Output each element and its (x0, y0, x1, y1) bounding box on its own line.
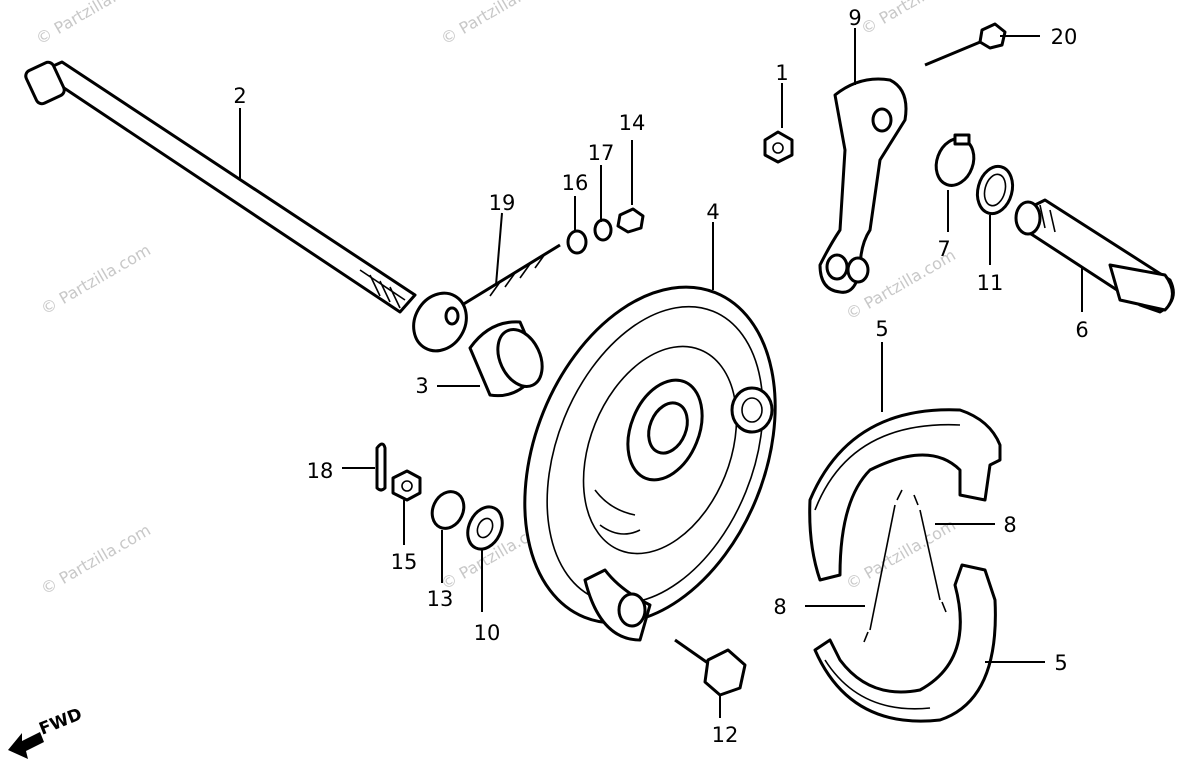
brake-rod-part (412, 243, 561, 353)
callout-7: 7 (937, 237, 950, 261)
watermark: © Partzilla.com (33, 0, 149, 48)
watermark: © Partzilla.com (858, 0, 974, 38)
watermark: © Partzilla.com (38, 520, 154, 598)
callout-5-lower: 5 (1054, 651, 1067, 675)
washer-part (430, 490, 466, 530)
callout-3: 3 (415, 374, 428, 398)
arm-bolt-part (924, 22, 1007, 67)
spring-right-part (913, 494, 947, 613)
watermark: © Partzilla.com (438, 0, 554, 48)
callout-14: 14 (619, 111, 646, 135)
o-ring-part (975, 164, 1015, 216)
callout-10: 10 (474, 621, 501, 645)
small-hardware (566, 207, 645, 255)
forward-arrow-icon (8, 732, 44, 759)
callout-13: 13 (427, 587, 454, 611)
callout-6: 6 (1075, 318, 1088, 342)
brake-shoe-upper-part (808, 408, 1002, 582)
callout-11: 11 (977, 271, 1004, 295)
spacer-part (466, 505, 504, 551)
callout-labels: 1 2 3 4 5 5 6 7 8 8 9 10 11 12 13 14 15 … (233, 6, 1088, 747)
callout-20: 20 (1051, 25, 1078, 49)
callout-19: 19 (489, 191, 516, 215)
callout-8-upper: 8 (1003, 513, 1016, 537)
joint-washer-part (566, 229, 588, 255)
spring-left-part (863, 489, 903, 643)
wear-indicator-part (934, 133, 976, 187)
forward-label: FWD (36, 704, 85, 739)
forward-arrow: FWD (8, 704, 85, 759)
adjusting-nut-part (616, 207, 645, 234)
brake-arm-part (818, 77, 908, 294)
callout-4: 4 (706, 200, 719, 224)
brake-cam-part (1014, 198, 1175, 314)
spring-washer-part (593, 218, 613, 242)
callout-17: 17 (588, 141, 615, 165)
brake-panel-part (523, 285, 777, 642)
callout-18: 18 (307, 459, 334, 483)
watermark: © Partzilla.com (38, 240, 154, 318)
cotter-pin-part (375, 442, 387, 492)
callout-12: 12 (712, 723, 739, 747)
brake-shoe-lower-part (813, 563, 997, 723)
watermark: © Partzilla.com (843, 515, 959, 593)
callout-16: 16 (562, 171, 589, 195)
collar-part (468, 320, 544, 398)
callout-15: 15 (391, 550, 418, 574)
leader-lines (239, 28, 1083, 718)
axle-part (24, 60, 417, 314)
nut-part (763, 130, 794, 164)
callout-5-upper: 5 (875, 317, 888, 341)
callout-9: 9 (848, 6, 861, 30)
bolt-part (674, 638, 747, 697)
callout-8-lower: 8 (773, 595, 786, 619)
callout-1: 1 (775, 61, 788, 85)
callout-2: 2 (233, 84, 246, 108)
axle-nut-part (391, 469, 422, 502)
